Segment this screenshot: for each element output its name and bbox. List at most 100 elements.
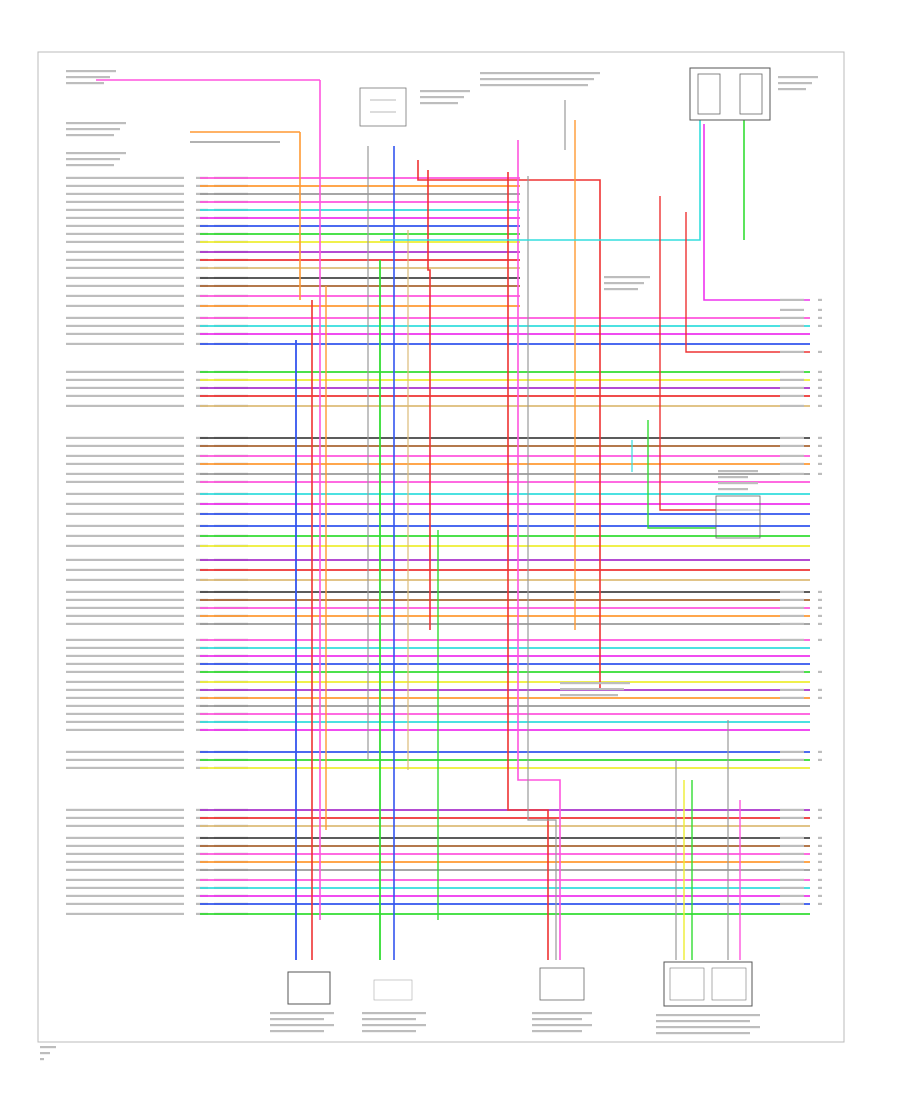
right-pin-label — [780, 638, 804, 641]
component-note-line — [66, 82, 104, 85]
right-pin-number — [818, 308, 822, 311]
right-pin-number — [818, 614, 822, 617]
connector-pin-label — [66, 176, 184, 179]
component-note-line — [270, 1018, 324, 1021]
right-pin-number — [818, 472, 822, 475]
right-pin-label — [780, 868, 804, 871]
right-pin-number — [818, 902, 822, 905]
connector-pin-label — [66, 534, 184, 537]
connector-pin-label — [66, 758, 184, 761]
right-pin-label — [780, 436, 804, 439]
connector-pin-label — [66, 394, 184, 397]
component-note-line — [40, 1058, 44, 1061]
component-note-line — [66, 158, 120, 161]
connector-pin-label — [66, 614, 184, 617]
connector-pin-label — [66, 276, 184, 279]
component-note-line — [66, 134, 114, 137]
component-note-line — [270, 1030, 324, 1033]
connector-pin-label — [66, 912, 184, 915]
component-note-line — [362, 1030, 416, 1033]
connector-pin-label — [66, 404, 184, 407]
right-pin-number — [818, 370, 822, 373]
component-note-line — [656, 1032, 750, 1035]
right-pin-label — [780, 298, 804, 301]
component-note-line — [270, 1024, 334, 1027]
connector-pin-label — [66, 184, 184, 187]
right-pin-number — [818, 816, 822, 819]
component-note-line — [480, 78, 594, 81]
connector-pin-label — [66, 342, 184, 345]
right-pin-label — [780, 836, 804, 839]
connector-pin-label — [66, 712, 184, 715]
right-pin-number — [818, 852, 822, 855]
connector-pin-label — [66, 638, 184, 641]
component-note-line — [66, 70, 116, 73]
right-pin-label — [780, 844, 804, 847]
component-note-line — [718, 476, 748, 479]
trunk-wire-red-2 — [417, 160, 601, 690]
right-pin-number — [818, 886, 822, 889]
connector-pin-label — [66, 646, 184, 649]
component-note-line — [560, 682, 630, 685]
connector-pin-label — [66, 590, 184, 593]
right-pin-label — [780, 350, 804, 353]
connector-pin-label — [66, 568, 184, 571]
wire-harness — [96, 79, 810, 960]
connector-pin-label — [66, 304, 184, 307]
component-note-line — [604, 276, 650, 279]
component-note-line — [40, 1052, 50, 1055]
component-note-line — [532, 1018, 582, 1021]
connector-pin-label — [66, 766, 184, 769]
connector-pin-label — [66, 284, 184, 287]
connector-pin-label — [66, 324, 184, 327]
component-note-line — [40, 1046, 56, 1049]
right-pin-label — [780, 404, 804, 407]
right-pin-number — [818, 606, 822, 609]
connector-pin-label — [66, 824, 184, 827]
right-pin-number — [818, 462, 822, 465]
component-note-line — [480, 84, 588, 87]
component-note-line — [656, 1026, 760, 1029]
connector-pin-label — [66, 578, 184, 581]
component-note-line — [420, 102, 458, 105]
connector-pin-label — [66, 480, 184, 483]
connector-pin-label — [66, 454, 184, 457]
component-note-line — [656, 1014, 760, 1017]
right-pin-label — [780, 316, 804, 319]
right-pin-number — [818, 696, 822, 699]
connector-pin-label — [66, 378, 184, 381]
right-pin-label — [780, 454, 804, 457]
component-note-line — [420, 90, 470, 93]
connector-pin-label — [66, 316, 184, 319]
right-pin-label — [780, 808, 804, 811]
connector-pin-label — [66, 598, 184, 601]
right-pin-label — [780, 902, 804, 905]
right-pin-label — [780, 462, 804, 465]
right-pin-label — [780, 606, 804, 609]
connector-pin-label — [66, 250, 184, 253]
component-note-line — [532, 1024, 592, 1027]
component-note-line — [778, 88, 806, 91]
right-pin-label — [780, 886, 804, 889]
relay-component-top-right — [689, 67, 771, 121]
connector-pin-label — [66, 544, 184, 547]
right-pin-number — [818, 590, 822, 593]
right-pin-number — [818, 316, 822, 319]
connector-pin-label — [66, 512, 184, 515]
sensor-component-right — [715, 495, 761, 539]
right-pin-label — [780, 622, 804, 625]
connector-bottom-3 — [539, 967, 585, 1001]
component-note-line — [66, 122, 126, 125]
component-note-line — [66, 164, 114, 167]
connector-pin-label — [66, 200, 184, 203]
component-note-line — [270, 1012, 334, 1015]
right-pin-label — [780, 878, 804, 881]
connector-pin-label — [66, 208, 184, 211]
right-pin-label — [780, 386, 804, 389]
right-pin-number — [818, 836, 822, 839]
component-note-line — [420, 96, 464, 99]
component-note-line — [718, 470, 758, 473]
connector-pin-label — [66, 606, 184, 609]
component-note-line — [560, 694, 618, 697]
